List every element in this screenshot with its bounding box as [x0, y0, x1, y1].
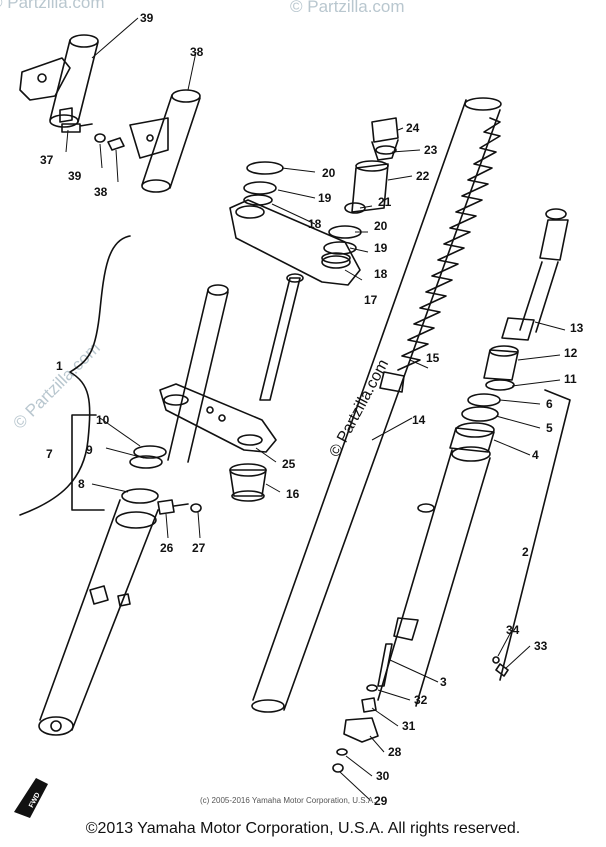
boot-7 — [115, 445, 167, 529]
callout-25: 25 — [282, 457, 296, 471]
washer-stack-left — [243, 161, 284, 206]
washer-30 — [336, 748, 348, 756]
brace-1 — [19, 235, 131, 516]
callout-37: 37 — [40, 153, 54, 167]
callout-34: 34 — [506, 623, 520, 637]
steering-stem — [259, 273, 304, 401]
callout-20b: 20 — [374, 219, 388, 233]
outer-tube-2 — [377, 446, 491, 707]
washer-6 — [467, 393, 501, 407]
fork-spring-15 — [397, 117, 501, 371]
dust-seal-4 — [449, 422, 495, 453]
callout-11: 11 — [564, 372, 577, 386]
callout-22: 22 — [416, 169, 430, 183]
stud-32 — [377, 643, 393, 687]
partzilla-watermark: © Partzilla.com — [327, 357, 393, 460]
under-bracket-25 — [159, 383, 277, 453]
leader-lines — [65, 17, 566, 801]
left-fork-assembly — [38, 284, 229, 736]
spring-seat — [379, 371, 405, 393]
callout-33: 33 — [534, 639, 548, 653]
inner-copyright: (c) 2005-2016 Yamaha Motor Corporation, … — [200, 796, 375, 805]
corner-watermark-top-center: © Partzilla.com — [290, 0, 405, 16]
callout-18a: 18 — [308, 217, 322, 231]
group-bracket-2 — [499, 389, 571, 681]
callout-1: 1 — [56, 359, 63, 373]
nut-29 — [332, 763, 344, 773]
oring-23 — [375, 145, 397, 155]
callout-13: 13 — [570, 321, 584, 335]
callout-19a: 19 — [318, 191, 332, 205]
callout-6: 6 — [546, 397, 553, 411]
callout-29: 29 — [374, 794, 388, 808]
headlight-bracket-right — [129, 89, 201, 193]
callout-35: 38 — [190, 45, 204, 59]
nut-31 — [361, 697, 377, 713]
callout-19b: 19 — [374, 241, 388, 255]
copyright-footer: ©2013 Yamaha Motor Corporation, U.S.A. A… — [85, 820, 521, 837]
axle-holder-28 — [343, 717, 379, 743]
callout-14: 14 — [412, 413, 426, 427]
callout-2: 2 — [522, 545, 529, 559]
bearing-16 — [229, 463, 267, 502]
callout-30: 30 — [376, 769, 390, 783]
callout-18b: 18 — [374, 267, 388, 281]
callout-38-label: 38 — [94, 185, 108, 199]
callout-5: 5 — [546, 421, 553, 435]
fwd-arrow-icon: FWD — [14, 778, 48, 818]
clip-11 — [485, 379, 515, 391]
washer-39 — [94, 133, 106, 143]
bolt-26 — [157, 499, 189, 515]
callout-4: 4 — [532, 448, 539, 462]
callout-39-label: 39 — [68, 169, 82, 183]
callout-16: 16 — [286, 487, 300, 501]
callout-15: 15 — [426, 351, 440, 365]
callout-31: 31 — [402, 719, 416, 733]
bolt-37 — [61, 123, 93, 133]
spacer-22 — [351, 160, 389, 213]
callout-21: 21 — [378, 195, 392, 209]
upper-bracket-17 — [229, 199, 361, 286]
headlight-bracket-left — [19, 34, 99, 128]
washer-3 — [366, 684, 378, 692]
callout-32: 32 — [414, 693, 428, 707]
callout-20a: 20 — [322, 166, 336, 180]
callout-12: 12 — [564, 346, 578, 360]
callout-27: 27 — [192, 541, 206, 555]
callout-36: 39 — [140, 11, 154, 25]
callout-28: 28 — [388, 745, 402, 759]
collar-12 — [483, 345, 519, 381]
callout-9: 9 — [86, 443, 93, 457]
callout-23: 23 — [424, 143, 438, 157]
callout-26: 26 — [160, 541, 174, 555]
nut-38 — [107, 137, 125, 151]
damper-rod-13 — [501, 208, 569, 341]
washer-stack-right — [321, 202, 366, 264]
washer-27 — [190, 503, 202, 513]
corner-watermark-top-left: © Partzilla.com — [0, 0, 105, 12]
callout-7: 7 — [46, 447, 53, 461]
callout-17: 17 — [364, 293, 378, 307]
callout-10: 10 — [96, 413, 110, 427]
group-bracket-7 — [71, 414, 105, 511]
callout-8: 8 — [78, 477, 85, 491]
callout-3: 3 — [440, 675, 447, 689]
callout-labels: 39 38 37 39 38 20 19 18 17 18 19 20 21 2… — [40, 11, 584, 808]
seal-5 — [461, 406, 499, 422]
bolt-33-34 — [492, 656, 509, 677]
inner-tube-14 — [251, 97, 502, 713]
callout-24: 24 — [406, 121, 420, 135]
